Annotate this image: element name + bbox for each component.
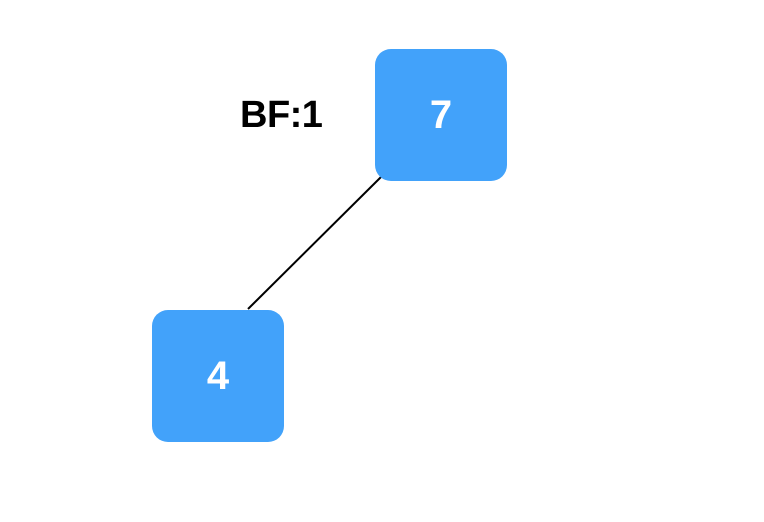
tree-node-root: 7 xyxy=(375,49,507,181)
tree-node-left-child: 4 xyxy=(152,310,284,442)
balance-factor-label: BF:1 xyxy=(240,94,323,136)
tree-node-left-child-value: 4 xyxy=(206,354,230,398)
edge-root-to-left-child xyxy=(247,176,382,310)
tree-node-root-value: 7 xyxy=(429,93,453,137)
